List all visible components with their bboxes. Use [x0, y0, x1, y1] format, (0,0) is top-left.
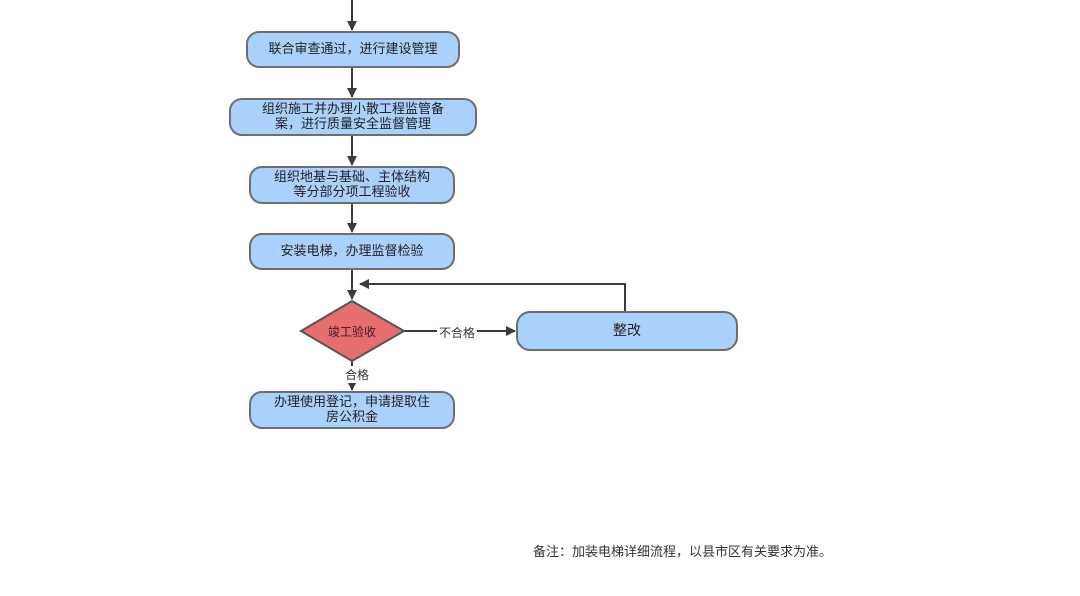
edge-label-pass: 合格: [343, 366, 372, 383]
connector-rectify-loopback: [359, 279, 626, 311]
node-register: 办理使用登记，申请提取住 房公积金: [249, 391, 455, 429]
node-install-elevator-label: 安装电梯，办理监督检验: [280, 244, 424, 259]
edge-label-fail: 不合格: [437, 324, 478, 341]
node-acceptance-parts-label: 组织地基与基础、主体结构 等分部分项工程验收: [273, 170, 430, 200]
node-construction-label: 组织施工并办理小散工程监管备 案，进行质量安全监督管理: [261, 102, 444, 132]
node-joint-review-label: 联合审查通过，进行建设管理: [268, 42, 438, 57]
node-rectify: 整改: [516, 311, 738, 351]
node-register-label: 办理使用登记，申请提取住 房公积金: [273, 395, 430, 425]
node-construction: 组织施工并办理小散工程监管备 案，进行质量安全监督管理: [229, 98, 477, 136]
footnote: 备注：加装电梯详细流程，以县市区有关要求为准。: [533, 545, 833, 560]
decision-diamond: [299, 299, 407, 363]
node-completion-check-label: 竣工验收: [327, 325, 376, 339]
node-joint-review: 联合审查通过，进行建设管理: [246, 31, 460, 68]
node-acceptance-parts: 组织地基与基础、主体结构 等分部分项工程验收: [249, 166, 455, 204]
node-install-elevator: 安装电梯，办理监督检验: [249, 233, 455, 270]
node-rectify-label: 整改: [613, 322, 641, 339]
